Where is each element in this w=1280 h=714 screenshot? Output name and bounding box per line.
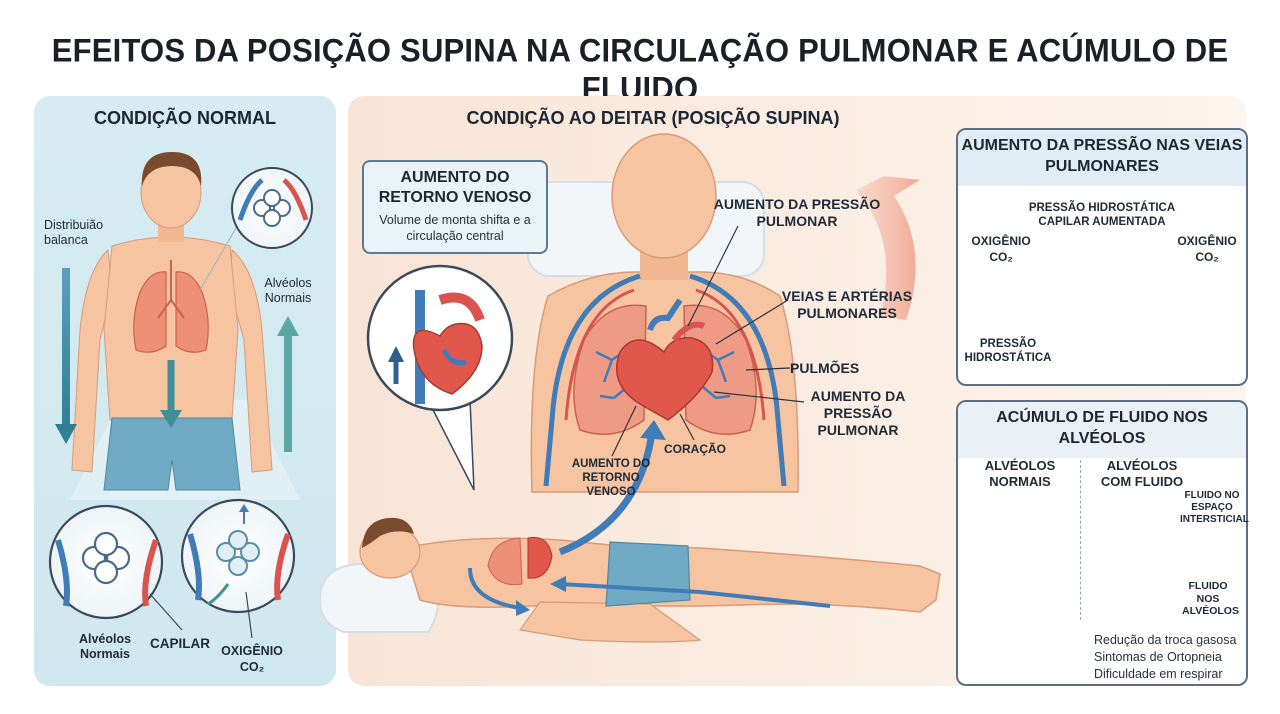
standing-person	[70, 152, 300, 500]
lungs-label: PULMÕES	[790, 360, 860, 376]
capillary-label: CAPILAR	[150, 636, 210, 651]
interstitial-fluid-label: FLUIDO NO ESPAÇO INTERSTICIAL	[1180, 490, 1249, 525]
main-title: EFEITOS DA POSIÇÃO SUPINA NA CIRCULAÇÃO …	[51, 32, 1229, 107]
symptom-list: Redução da troca gasosa Sintomas de Orto…	[1094, 632, 1236, 683]
normal-alveoli-label: ALVÉOLOS NORMAIS	[984, 458, 1056, 489]
capillary-pressure-label: PRESSÃO HIDROSTÁTICA CAPILAR AUMENTADA	[1028, 202, 1176, 228]
alveoli-top-label: Alvéolos Normais	[264, 276, 312, 305]
venous-return-box-title: AUMENTO DO RETORNO VENOSO	[378, 169, 532, 206]
card-divider	[1080, 460, 1081, 620]
distribution-label: Distribuião balanca	[44, 218, 104, 247]
oxygen-right-label: OXIGÊNIO	[1177, 234, 1237, 248]
fluid-alveoli-label: ALVÉOLOS COM FLUIDO	[1100, 458, 1184, 489]
alveolar-fluid-label: FLUIDO NOS ALVÉOLOS	[1182, 580, 1239, 618]
venous-return-box: AUMENTO DO RETORNO VENOSO Volume de mont…	[362, 160, 548, 254]
venous-return-label: AUMENTO DO RETORNO VENOSO	[571, 458, 651, 498]
alveolar-fluid-title: ACÚMULO DE FLUIDO NOS ALVÉOLOS	[958, 402, 1246, 458]
hydrostatic-pressure-label: PRESSÃO HIDROSTÁTICA	[964, 338, 1052, 364]
symptom-item: Dificuldade em respirar	[1094, 666, 1223, 681]
oxygen-left-label: OXIGÊNIO	[971, 234, 1031, 248]
supine-condition-title: CONDIÇÃO AO DEITAR (POSIÇÃO SUPINA)	[466, 108, 840, 128]
pulmonary-pressure-bottom-label: AUMENTO DA PRESSÃO PULMONAR	[810, 388, 906, 438]
symptom-item: Sintomas de Ortopneia	[1094, 649, 1222, 664]
distribution-arrows	[55, 268, 299, 452]
alveoli-bottom-label: Alvéolos Normais	[78, 632, 132, 661]
co2-label-left-panel: CO₂	[239, 660, 265, 674]
pulmonary-vessels-label: VEIAS E ARTÉRIAS PULMONARES	[781, 288, 913, 321]
capillary-bubble	[180, 498, 296, 639]
venous-return-box-text: Volume de monta shifta e a circulação ce…	[379, 213, 531, 244]
co2-left-label: CO₂	[989, 250, 1013, 264]
co2-right-label: CO₂	[1195, 250, 1219, 264]
pulmonary-vein-pressure-title: AUMENTO DA PRESSÃO NAS VEIAS PULMONARES	[958, 130, 1246, 186]
lying-person	[318, 420, 941, 643]
heart-detail-bubble	[366, 264, 514, 491]
alveolar-fluid-card: ACÚMULO DE FLUIDO NOS ALVÉOLOS	[956, 400, 1248, 686]
pulmonary-pressure-top-label: AUMENTO DA PRESSÃO PULMONAR	[713, 196, 881, 229]
supine-upper-body	[530, 133, 799, 493]
alveoli-bubble-bottom	[48, 504, 183, 631]
symptom-item: Redução da troca gasosa	[1094, 633, 1237, 647]
leader-lines	[611, 225, 805, 457]
pink-flow-arrow	[856, 176, 920, 320]
alveoli-bubble-top	[199, 167, 313, 291]
normal-condition-title: CONDIÇÃO NORMAL	[94, 108, 276, 128]
oxygen-label-left-panel: OXIGÊNIO	[221, 644, 283, 658]
heart-label: CORAÇÃO	[664, 442, 726, 456]
pulmonary-vein-pressure-card: AUMENTO DA PRESSÃO NAS VEIAS PULMONARES	[956, 128, 1248, 386]
